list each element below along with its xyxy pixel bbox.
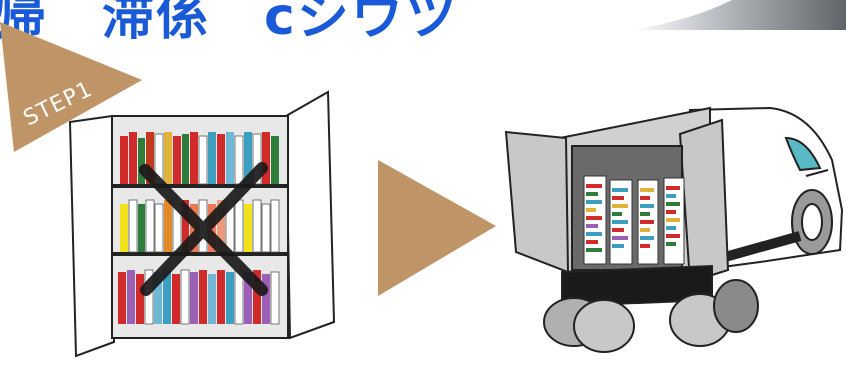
arrow-icon bbox=[378, 160, 496, 296]
